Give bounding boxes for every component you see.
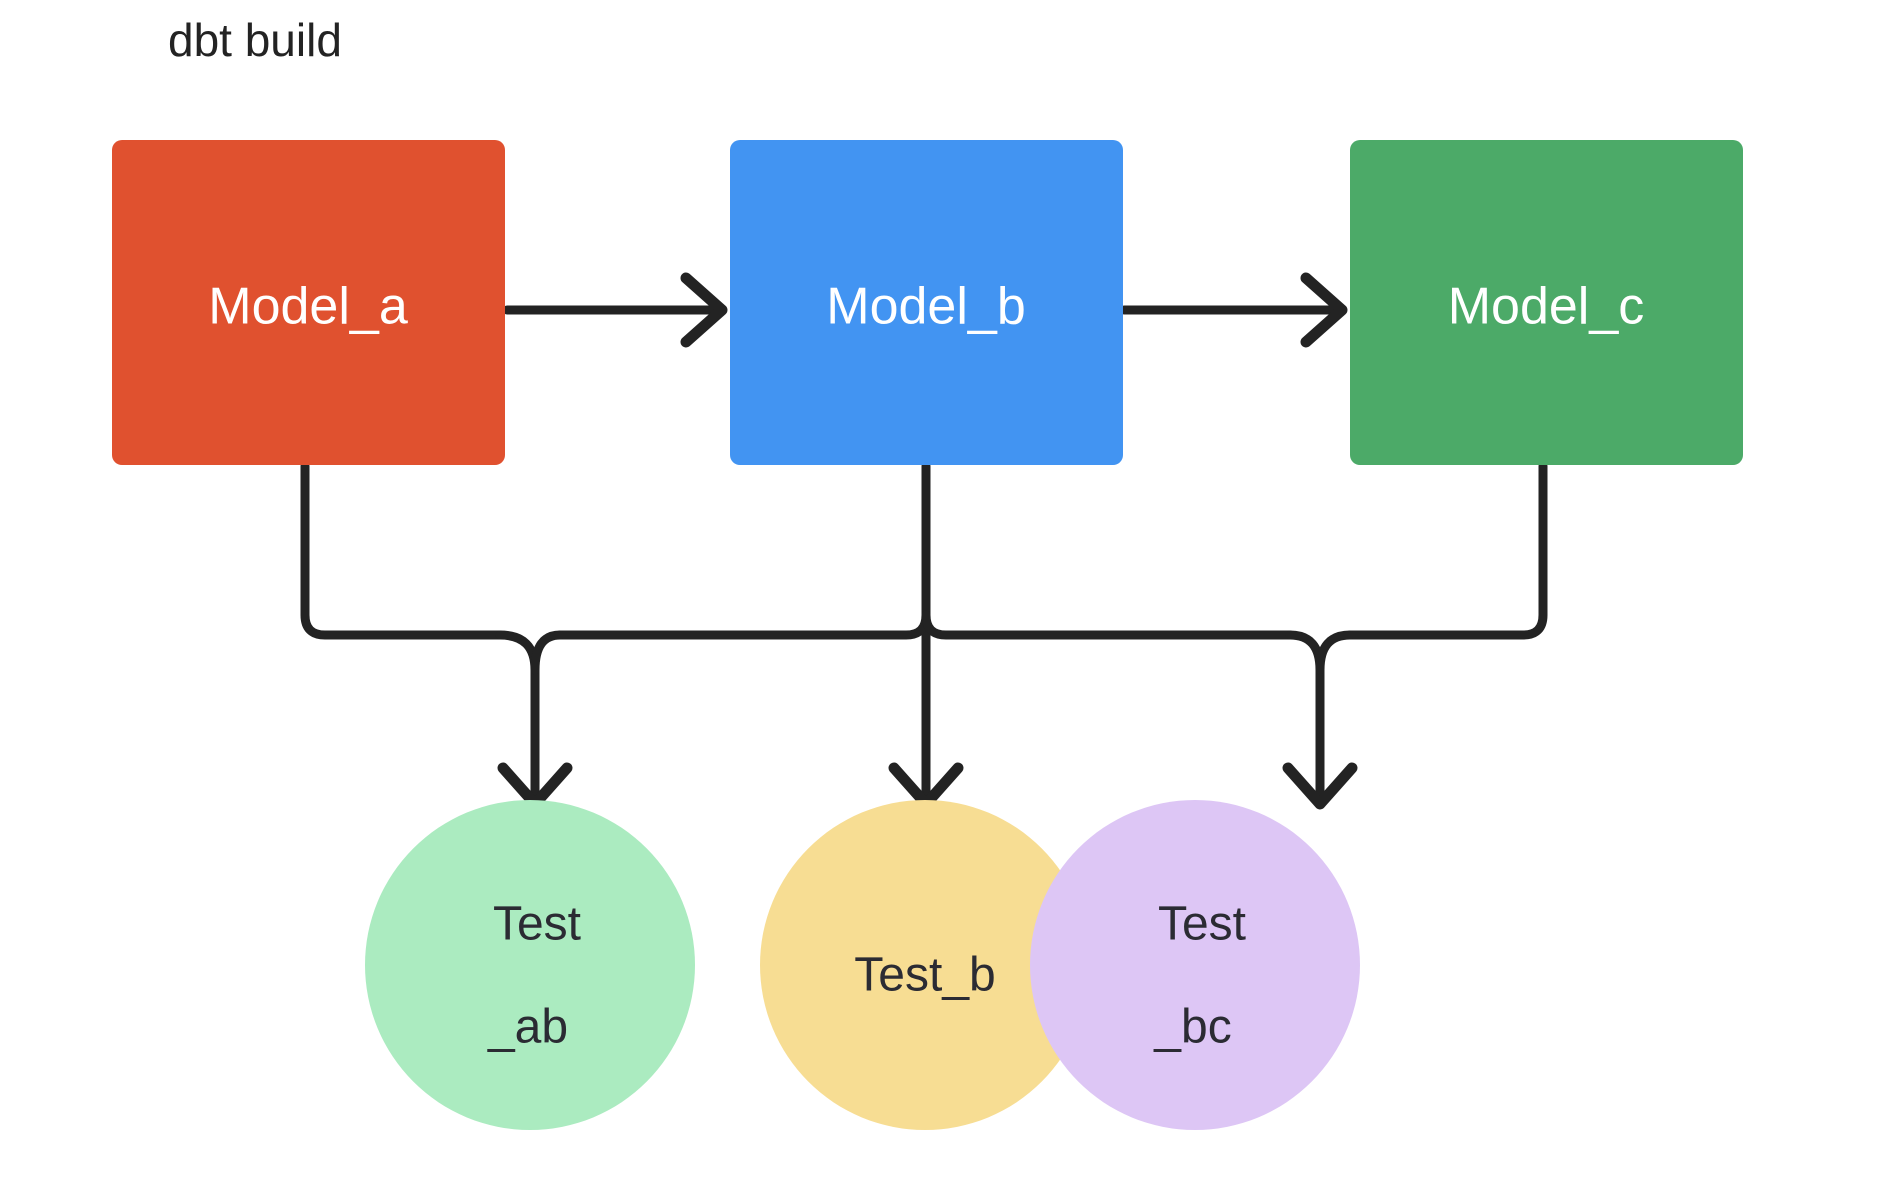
- page-title: dbt build: [168, 14, 342, 66]
- edge-model-c-drop: [1345, 461, 1548, 640]
- edge-line-left-branch: [555, 610, 931, 640]
- node-test-ab[interactable]: Test _ab: [365, 800, 695, 1130]
- node-label: Model_b: [826, 278, 1025, 336]
- edge-model-a-drop: [300, 461, 505, 640]
- arrowhead-icon: [680, 272, 728, 348]
- edge-line-right-branch: [921, 610, 1295, 640]
- node-label-line1: Test: [1158, 898, 1246, 951]
- node-shape-rect[interactable]: [112, 140, 505, 465]
- edge-to-test-ab: [495, 630, 573, 810]
- node-shape-rect[interactable]: [730, 140, 1123, 465]
- node-shape-circle[interactable]: [1030, 800, 1360, 1130]
- edge-to-test-bc: [1282, 630, 1358, 810]
- node-label: Model_c: [1448, 278, 1645, 336]
- node-shape-rect[interactable]: [1350, 140, 1743, 465]
- node-label-line2: _ab: [487, 1001, 568, 1054]
- edge-model-b-drop: [555, 461, 1295, 805]
- edge-line: [300, 461, 505, 640]
- edge-line: [1345, 461, 1548, 640]
- node-label-line1: Test_b: [854, 949, 995, 1002]
- edge-line-joint: [530, 630, 565, 675]
- node-model-c[interactable]: Model_c: [1350, 140, 1743, 465]
- edge-model-a-to-model-b: [502, 272, 728, 348]
- node-label-line2: _bc: [1153, 1001, 1231, 1054]
- node-label: Model_a: [208, 278, 408, 336]
- node-label-line1: Test: [493, 898, 581, 951]
- edge-model-b-to-model-c: [1119, 272, 1348, 348]
- node-shape-circle[interactable]: [365, 800, 695, 1130]
- arrowhead-icon: [1300, 272, 1348, 348]
- arrowhead-icon: [1282, 762, 1358, 810]
- node-model-a[interactable]: Model_a: [112, 140, 505, 465]
- edge-line-joint: [1315, 630, 1355, 675]
- node-model-b[interactable]: Model_b: [730, 140, 1123, 465]
- node-test-bc[interactable]: Test _bc: [1030, 800, 1360, 1130]
- node-test-b[interactable]: Test_b: [760, 800, 1090, 1130]
- node-shape-circle[interactable]: [760, 800, 1090, 1130]
